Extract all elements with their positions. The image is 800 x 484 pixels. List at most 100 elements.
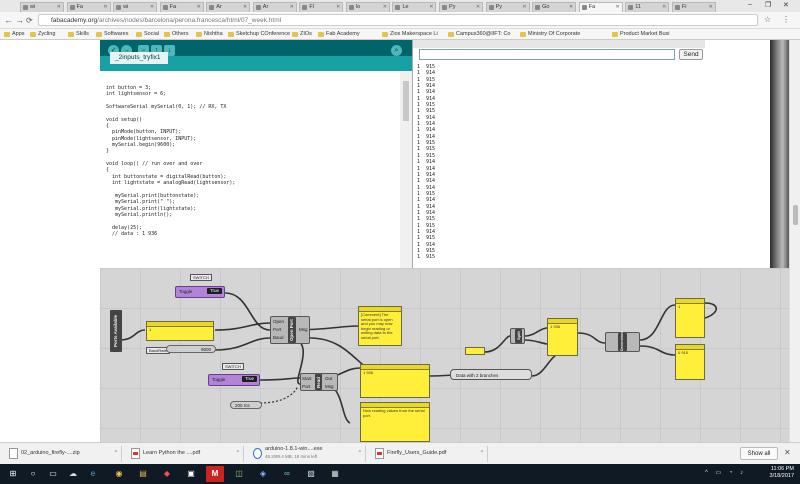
tab-close-icon[interactable]: ✕ (196, 4, 201, 10)
close-downloads-icon[interactable]: ✕ (784, 448, 791, 457)
system-tray-icons[interactable]: ^ ▭ ◔ ♪ (705, 470, 747, 476)
browser-tab[interactable]: Fl✕ (299, 2, 344, 12)
toggle2-value[interactable]: True (241, 376, 257, 382)
app5-icon[interactable]: ▦ (331, 469, 339, 478)
tab-close-icon[interactable]: ✕ (429, 4, 434, 10)
save-icon[interactable]: ↓ (164, 45, 175, 56)
ide-scrollbar[interactable] (400, 71, 412, 268)
bookmark-star-icon[interactable]: ☆ (764, 15, 772, 24)
chevron-up-icon[interactable]: ^ (236, 450, 239, 456)
onedrive-icon[interactable]: ☁ (69, 469, 77, 478)
back-icon[interactable]: ← (4, 15, 13, 25)
browser-tab[interactable]: Ar✕ (206, 2, 251, 12)
tab-close-icon[interactable]: ✕ (289, 4, 294, 10)
ports-panel[interactable]: 1 (146, 321, 214, 341)
tab-close-icon[interactable]: ✕ (382, 4, 387, 10)
small-panel[interactable] (465, 347, 485, 355)
browser-tab[interactable]: Fi✕ (671, 2, 716, 12)
tab-close-icon[interactable]: ✕ (149, 4, 155, 10)
page-scrollbar[interactable] (789, 40, 800, 442)
app4-icon[interactable]: ▧ (307, 469, 315, 478)
minimize-icon[interactable]: – (748, 1, 752, 8)
edge-icon[interactable]: e (90, 469, 96, 478)
serial-input[interactable] (419, 49, 675, 60)
upload-icon[interactable]: → (121, 45, 132, 56)
bookmark-item[interactable]: Nishtha (196, 30, 223, 39)
chevron-up-icon[interactable]: ^ (480, 450, 483, 456)
data-panel[interactable]: 1 936 (360, 364, 430, 398)
bookmark-item[interactable]: Softwares (96, 30, 128, 39)
tab-close-icon[interactable]: ✕ (662, 4, 667, 10)
bookmark-item[interactable]: Zycling (30, 30, 55, 39)
mid-right-panel[interactable]: 1 936 (547, 318, 578, 356)
bookmark-item[interactable]: Product Market Busi (612, 30, 670, 39)
tab-close-icon[interactable]: ✕ (615, 4, 620, 10)
bookmark-item[interactable]: Ministry Of Corporate (520, 30, 580, 39)
app3-icon[interactable]: ◈ (259, 469, 267, 478)
page-scrollbar-thumb[interactable] (793, 205, 798, 225)
download-item-1[interactable]: 02_arduino_firefly-....zip ^ (6, 446, 122, 462)
bookmark-item[interactable]: ZIOs (292, 30, 312, 39)
split-component[interactable]: Split (510, 328, 525, 344)
ports-available-component[interactable]: Ports Available (110, 310, 122, 352)
browser-tab[interactable]: Ar✕ (252, 2, 297, 12)
reload-icon[interactable]: ⟳ (26, 16, 33, 25)
serial-monitor-icon[interactable]: ⌕ (391, 45, 402, 56)
search-icon[interactable]: ○ (30, 469, 36, 478)
baud-slider[interactable]: 9600 (166, 345, 216, 353)
data-list-component[interactable]: Data with 2 branches (450, 369, 532, 380)
tab-close-icon[interactable]: ✕ (243, 4, 248, 10)
bookmark-item[interactable]: Fab Academy (318, 30, 360, 39)
read-port-component[interactable]: Start Port Read Out Msg (300, 373, 338, 391)
right-top-panel[interactable]: 1 (675, 298, 705, 338)
browser-tab[interactable]: Py✕ (439, 2, 484, 12)
browser-tab[interactable]: Le✕ (392, 2, 437, 12)
tab-close-icon[interactable]: ✕ (336, 4, 341, 10)
task-view-icon[interactable]: ▭ (49, 469, 57, 478)
forward-icon[interactable]: → (15, 15, 24, 25)
open-icon[interactable]: ↑ (151, 45, 162, 56)
browser-tab[interactable]: wi✕ (113, 2, 158, 12)
browser-tab[interactable]: Fa✕ (66, 2, 111, 12)
bookmark-item[interactable]: Social (136, 30, 159, 39)
ide-sketch-tab[interactable]: _2inputs_tryfix1 (110, 52, 168, 64)
chevron-up-icon[interactable]: ^ (358, 450, 361, 456)
clock[interactable]: 11:06 PM 3/18/2017 (770, 466, 794, 480)
open-port-component[interactable]: Open Port Baud Open Port Msg (270, 316, 310, 344)
bookmark-item[interactable]: Campus360@IIFT: Co (448, 30, 511, 39)
show-all-button[interactable]: Show all (740, 447, 778, 460)
mail-icon[interactable]: M (206, 466, 224, 482)
store-icon[interactable]: ▣ (187, 469, 195, 478)
app2-icon[interactable]: ◫ (235, 469, 243, 478)
browser-tab[interactable]: wi✕ (20, 2, 64, 12)
tab-close-icon[interactable]: ✕ (475, 4, 481, 10)
windows-start-icon[interactable]: ⊞ (9, 469, 17, 478)
tab-close-icon[interactable]: ✕ (568, 4, 574, 10)
file-explorer-icon[interactable]: ▤ (139, 469, 147, 478)
browser-tab[interactable]: Go✕ (532, 2, 577, 12)
browser-tab[interactable]: Py✕ (485, 2, 530, 12)
verify-icon[interactable]: ✓ (108, 45, 119, 56)
bookmark-item[interactable]: Skills (68, 30, 89, 39)
new-icon[interactable]: ▫ (138, 45, 149, 56)
chrome-icon[interactable]: ◉ (115, 469, 123, 478)
menu-icon[interactable]: ⋮ (782, 15, 790, 24)
restore-icon[interactable]: ❐ (765, 2, 772, 9)
serial-send-button[interactable]: Send (679, 49, 703, 60)
toggle-true-1[interactable]: Toggle True (175, 286, 225, 298)
timer-slider[interactable]: 200 ms (230, 401, 262, 409)
bookmark-item[interactable]: Others (164, 30, 189, 39)
browser-tab[interactable]: lo✕ (345, 2, 390, 12)
chevron-up-icon[interactable]: ^ (114, 450, 117, 456)
download-item-2[interactable]: Learn Python the ....pdf ^ (128, 446, 244, 462)
tab-close-icon[interactable]: ✕ (103, 4, 108, 10)
ide-code-editor[interactable]: int button = 3;int lightsensor = 6;Softw… (100, 71, 400, 268)
deconstruct-component[interactable]: Deconstruct (605, 331, 640, 352)
download-item-3[interactable]: arduino-1.8.1-win....exe 48.2/89.4 MB, 1… (250, 446, 366, 462)
close-window-icon[interactable]: ✕ (783, 2, 789, 9)
url-field[interactable]: fabacademy.org/archives/nodes/barcelona/… (38, 14, 758, 26)
browser-tab[interactable]: Fa✕ (159, 2, 204, 12)
browser-tab[interactable]: 11✕ (625, 2, 670, 12)
toggle1-value[interactable]: True (206, 288, 222, 294)
bookmark-item[interactable]: Sketchup COnference (228, 30, 290, 39)
